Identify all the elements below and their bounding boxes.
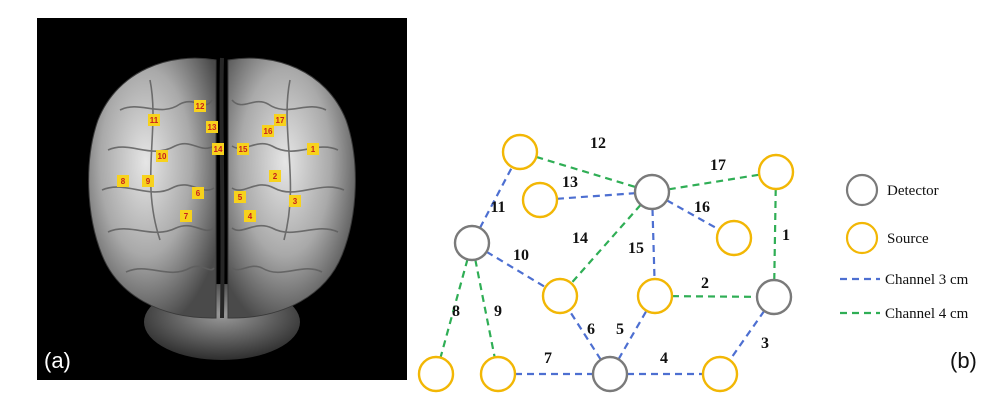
brain-marker-8 — [117, 175, 129, 187]
brain-marker-7-label: 7 — [184, 212, 189, 221]
brain-marker-13 — [206, 121, 218, 133]
brain-left-hemisphere — [88, 57, 217, 319]
source-node — [757, 153, 795, 191]
legend-detector-icon — [845, 173, 879, 207]
channel-10-label: 10 — [513, 247, 529, 264]
brain-fissure — [219, 57, 225, 319]
brain-marker-9-label: 9 — [146, 177, 151, 186]
legend-channel-3cm-label: Channel 3 cm — [885, 272, 969, 288]
brain-marker-6 — [192, 187, 204, 199]
source-node — [541, 277, 579, 315]
brain-marker-5-label: 5 — [238, 193, 243, 202]
channel-1-line — [773, 188, 777, 281]
channel-11-label: 11 — [490, 199, 505, 216]
source-node — [701, 355, 739, 393]
source-node — [636, 277, 674, 315]
brain-marker-2 — [269, 170, 281, 182]
brain-marker-3-label: 3 — [293, 197, 298, 206]
channel-11-line — [478, 166, 514, 229]
brain-marker-4 — [244, 210, 256, 222]
channel-7-label: 7 — [544, 350, 552, 367]
source-node — [521, 181, 559, 219]
brain-marker-6-label: 6 — [196, 189, 201, 198]
channel-17-label: 17 — [710, 157, 726, 174]
channel-9-label: 9 — [494, 303, 502, 320]
brain-marker-7 — [180, 210, 192, 222]
legend-source-icon — [845, 221, 879, 255]
source-node — [479, 355, 517, 393]
channel-14-line — [570, 204, 642, 284]
channel-8-label: 8 — [452, 303, 460, 320]
brain-right-hemisphere — [227, 57, 356, 319]
brain-marker-3 — [289, 195, 301, 207]
channel-16-line — [666, 199, 720, 231]
panel-a-label: (a) — [44, 348, 71, 373]
detector-node — [755, 278, 793, 316]
channel-1-label: 1 — [782, 227, 790, 244]
channel-6-label: 6 — [587, 321, 595, 338]
brain-marker-1-label: 1 — [311, 145, 316, 154]
channel-5-line — [617, 310, 648, 360]
channel-3-line — [728, 310, 766, 361]
brain-marker-10 — [156, 150, 168, 162]
channel-15-line — [651, 208, 656, 280]
brain-marker-16 — [262, 125, 274, 137]
channel-16-label: 16 — [694, 199, 710, 216]
brain-marker-12-label: 12 — [196, 102, 205, 111]
channel-2-label: 2 — [701, 275, 709, 292]
channel-8-line — [439, 259, 469, 358]
channel-3-label: 3 — [761, 335, 769, 352]
channel-15-label: 15 — [628, 240, 644, 257]
legend-detector-label: Detector — [887, 183, 939, 199]
brain-marker-11 — [148, 114, 160, 126]
brain-marker-17-label: 17 — [276, 116, 285, 125]
source-node — [501, 133, 539, 171]
channel-6-line — [568, 309, 602, 361]
channel-12-line — [535, 155, 637, 189]
source-node — [417, 355, 455, 393]
channel-4-label: 4 — [660, 350, 668, 367]
brain-marker-9 — [142, 175, 154, 187]
source-node — [715, 219, 753, 257]
channel-5-label: 5 — [616, 321, 624, 338]
brain-marker-16-label: 16 — [264, 127, 273, 136]
brain-marker-13-label: 13 — [208, 123, 217, 132]
brain-marker-8-label: 8 — [121, 177, 126, 186]
brain-marker-4-label: 4 — [248, 212, 253, 221]
brain-marker-14-label: 14 — [214, 145, 223, 154]
brain-marker-15-label: 15 — [239, 145, 248, 154]
legend: Detector Source Channel 3 cm Channel 4 c… — [840, 173, 969, 322]
brain-marker-15 — [237, 143, 249, 155]
channel-2-line — [671, 295, 758, 298]
channel-lines — [439, 155, 777, 376]
channel-12-label: 12 — [590, 135, 606, 152]
channel-9-line — [474, 259, 496, 358]
legend-channel-4cm-label: Channel 4 cm — [885, 306, 969, 322]
brain-marker-11-label: 11 — [150, 116, 159, 125]
brain-marker-10-label: 10 — [158, 152, 167, 161]
optode-nodes — [417, 133, 795, 393]
channel-17-line — [668, 173, 760, 191]
detector-node — [633, 173, 671, 211]
detector-node — [591, 355, 629, 393]
channel-13-label: 13 — [562, 174, 578, 191]
brain-marker-2-label: 2 — [273, 172, 278, 181]
detector-node — [453, 224, 491, 262]
brain-marker-1 — [307, 143, 319, 155]
brain-marker-14 — [212, 143, 224, 155]
brain-marker-5 — [234, 191, 246, 203]
brain-marker-12 — [194, 100, 206, 112]
brain-marker-17 — [274, 114, 286, 126]
channel-13-line — [556, 192, 636, 200]
panel-b-label: (b) — [950, 348, 977, 373]
legend-source-label: Source — [887, 231, 929, 247]
channel-14-label: 14 — [572, 230, 588, 247]
